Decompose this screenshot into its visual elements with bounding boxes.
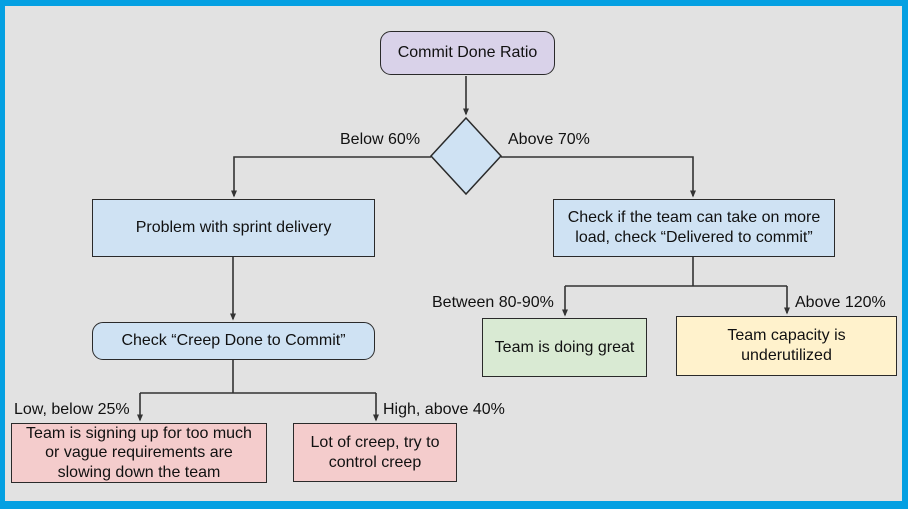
node-lot-of-creep: Lot of creep, try to control creep	[293, 423, 457, 482]
edge-label-above-120: Above 120%	[795, 294, 886, 311]
node-team-doing-great-label: Team is doing great	[494, 338, 635, 356]
node-lot-of-creep-label: Lot of creep, try to control creep	[310, 433, 440, 471]
node-problem-sprint-delivery: Problem with sprint delivery	[92, 199, 375, 257]
node-team-capacity-underutilized: Team capacity is underutilized	[676, 316, 897, 376]
node-team-capacity-underutilized-label: Team capacity is underutilized	[727, 327, 846, 364]
node-signing-up-too-much: Team is signing up for too much or vague…	[11, 423, 267, 483]
edge-decision-to-problem	[231, 156, 431, 198]
node-check-creep-done-to-commit-label: Check “Creep Done to Commit”	[121, 332, 346, 350]
decision-diamond	[429, 116, 503, 196]
edge-decision-to-check-load	[501, 156, 696, 198]
edge-label-below-60: Below 60%	[340, 131, 421, 148]
edge-label-low-below-25: Low, below 25%	[14, 401, 130, 418]
edge-label-above-70: Above 70%	[508, 131, 590, 148]
edge-label-high-above-40: High, above 40%	[383, 401, 505, 418]
node-team-doing-great: Team is doing great	[482, 318, 647, 377]
node-commit-done-ratio-label: Commit Done Ratio	[397, 44, 538, 62]
node-problem-sprint-delivery-label: Problem with sprint delivery	[135, 219, 332, 237]
node-check-delivered-to-commit: Check if the team can take on more load,…	[553, 199, 835, 257]
edge-label-between-80-90: Between 80-90%	[432, 294, 554, 311]
node-check-creep-done-to-commit: Check “Creep Done to Commit”	[92, 322, 375, 360]
node-commit-done-ratio: Commit Done Ratio	[380, 31, 555, 75]
node-signing-up-too-much-label: Team is signing up for too much or vague…	[26, 424, 252, 481]
connector-layer	[137, 76, 790, 422]
node-check-delivered-to-commit-label: Check if the team can take on more load,…	[567, 209, 821, 246]
